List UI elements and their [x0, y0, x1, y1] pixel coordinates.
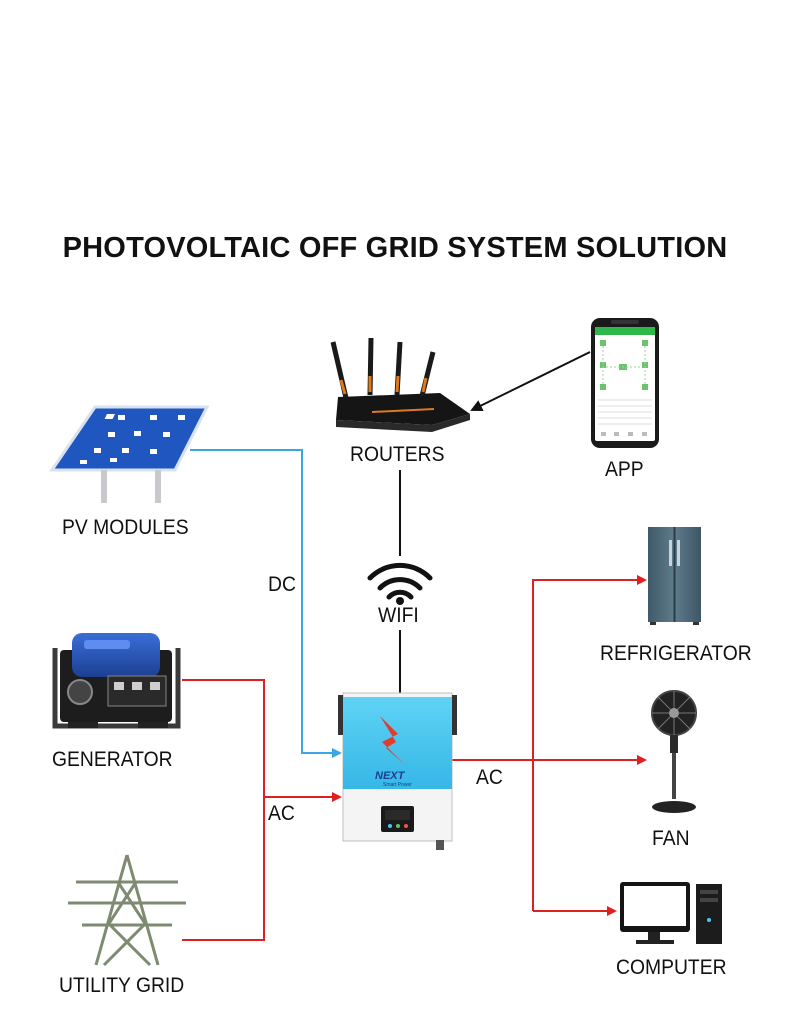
computer-icon: [620, 882, 722, 944]
dc-line: [190, 449, 342, 758]
smartphone-icon: [591, 318, 659, 448]
ac-output-label: AC: [476, 766, 503, 789]
pv-modules-label: PV MODULES: [62, 516, 189, 539]
solar-panel-icon: [49, 405, 210, 503]
app-label: APP: [605, 458, 644, 481]
app-router-line: [470, 351, 591, 411]
power-tower-icon: [68, 854, 186, 967]
inverter-brand-sub: Smart Power: [383, 782, 412, 788]
diagram-title: PHOTOVOLTAIC OFF GRID SYSTEM SOLUTION: [62, 232, 728, 264]
computer-label: COMPUTER: [616, 956, 727, 979]
inverter-icon: [338, 692, 457, 850]
wifi-icon: [367, 562, 433, 605]
inverter-brand: NEXT: [375, 770, 405, 782]
generator-icon: [52, 633, 181, 729]
fan-label: FAN: [652, 827, 690, 850]
wifi-label: WIFI: [378, 604, 419, 627]
utility-grid-label: UTILITY GRID: [59, 974, 185, 997]
dc-label: DC: [268, 573, 296, 596]
ac-input-line-generator: [182, 679, 265, 941]
refrigerator-icon: [648, 527, 701, 625]
routers-label: ROUTERS: [350, 443, 445, 466]
fan-icon: [651, 690, 697, 813]
router-icon: [330, 337, 470, 432]
refrigerator-label: REFRIGERATOR: [600, 642, 752, 665]
generator-label: GENERATOR: [52, 748, 173, 771]
ac-output-branch: [532, 575, 647, 911]
ac-input-label: AC: [268, 802, 295, 825]
